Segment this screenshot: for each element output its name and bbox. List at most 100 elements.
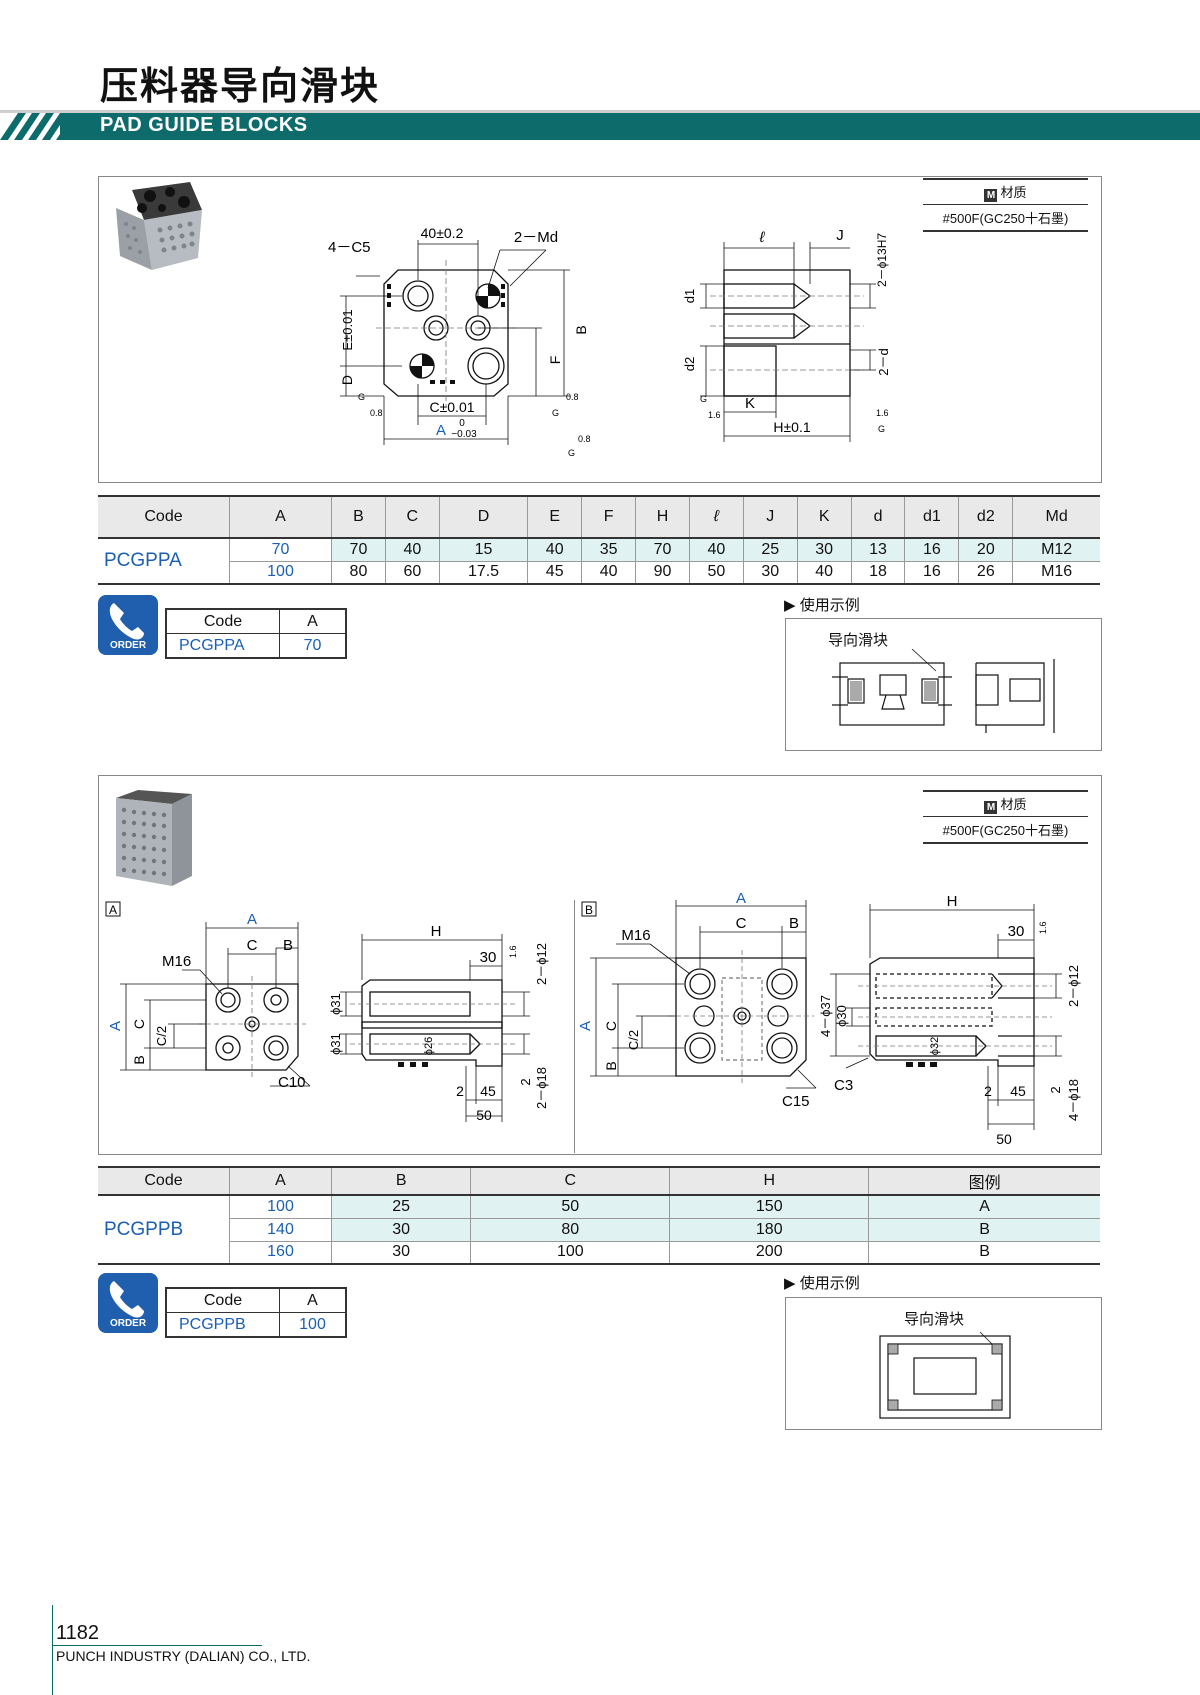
label-c5: 4－C5 <box>328 239 371 256</box>
label-c: C±0.01 <box>429 399 474 415</box>
label-r16a: 1.6 <box>708 410 721 420</box>
order-code: PCGPPA <box>179 636 245 654</box>
label-m16-a: M16 <box>162 953 191 970</box>
label-m16-b: M16 <box>621 927 650 944</box>
order-th-a: A <box>279 1288 346 1313</box>
dim-2a-v: 2 <box>518 1078 533 1085</box>
dim-b-left-b: B <box>603 1061 619 1070</box>
cell: 16 <box>904 537 959 561</box>
usage-label-b: 导向滑块 <box>904 1311 965 1328</box>
label-g2: G <box>552 408 559 418</box>
order-th-code: Code <box>166 1288 280 1313</box>
code-cell: PCGPPA <box>98 537 230 584</box>
label-c3: C3 <box>834 1077 853 1094</box>
th-f: F <box>581 496 636 538</box>
title-band <box>0 110 1200 140</box>
order-a: 70 <box>279 633 346 658</box>
order-code: PCGPPB <box>179 1315 246 1333</box>
product-photo-b <box>116 790 192 886</box>
side-view-drawing-a: ℓ J 2－ϕ13H7 d1 d2 2－d K H±0.1 G 1.6 G 1.… <box>682 227 891 442</box>
th-d1: d1 <box>904 496 959 538</box>
label-c10: C10 <box>278 1074 306 1091</box>
th-b: B <box>331 496 386 538</box>
order-badge-label: ORDER <box>109 640 147 651</box>
drawing-panel-a <box>98 176 1102 483</box>
cell: 200 <box>669 1240 869 1264</box>
dim-p18: 4－ϕ18 <box>1066 1079 1081 1121</box>
dim-2b: 2 <box>984 1083 992 1099</box>
label-2d: 2－d <box>876 348 891 375</box>
th-a-b: A <box>229 1167 332 1195</box>
th-b-b: B <box>330 1167 471 1195</box>
dim-p32: ϕ32 <box>929 1037 941 1055</box>
dim-p30: ϕ30 <box>834 1005 849 1027</box>
dim-b-left: B <box>131 1055 147 1064</box>
cell: 30 <box>742 560 798 584</box>
order-badge-label: ORDER <box>109 1318 147 1329</box>
th-k: K <box>796 496 852 538</box>
dim-50-b: 50 <box>996 1131 1012 1147</box>
cell: 20 <box>958 537 1013 561</box>
dim-c2-left-b: C/2 <box>626 1030 641 1050</box>
label-r08b: 0.8 <box>566 392 579 402</box>
th-h-b: H <box>669 1167 869 1195</box>
label-e: E±0.01 <box>340 309 355 350</box>
cell: 70 <box>331 537 386 561</box>
cell: 150 <box>669 1194 869 1218</box>
dim-d26: ϕ26 <box>423 1037 435 1055</box>
usage-title-text: 使用示例 <box>799 1275 860 1292</box>
material-m-icon: M <box>984 801 998 814</box>
cell: 180 <box>669 1217 869 1241</box>
order-th-a: A <box>279 609 346 634</box>
label-k: K <box>745 395 755 412</box>
usage-box-a: 导向滑块 <box>785 618 1102 751</box>
label-md: 2－Md <box>514 229 558 246</box>
dim-d31b: ϕ31 <box>328 1033 343 1055</box>
order-a: 100 <box>279 1312 346 1337</box>
dim-50-a: 50 <box>476 1107 492 1123</box>
th-j: J <box>742 496 798 538</box>
label-d2: d2 <box>682 357 697 371</box>
cell: 30 <box>330 1217 471 1241</box>
label-g4: G <box>700 394 707 404</box>
triangle-arrow-icon: ▶ <box>784 597 796 614</box>
label-c15: C15 <box>782 1093 810 1110</box>
dim-2a: 2 <box>456 1083 464 1099</box>
front-view-drawing-a: 4－C5 40±0.2 2－Md E±0.01 D F B C±0.01 A 0… <box>328 225 590 458</box>
th-a: A <box>229 496 332 538</box>
cell: 70 <box>229 537 332 561</box>
th-d: D <box>438 496 528 538</box>
table-row: 100 80 60 17.5 45 40 90 50 30 40 18 16 2… <box>98 560 1100 584</box>
dim-a-left: A <box>107 1021 124 1031</box>
usage-title-a: ▶ 使用示例 <box>784 594 860 615</box>
cell: 40 <box>384 537 440 561</box>
table-row: 160 30 100 200 B <box>98 1240 1100 1264</box>
material-value: #500F(GC250十石墨) <box>923 205 1088 232</box>
cell: 16 <box>904 560 959 584</box>
dim-c-top: C <box>247 937 258 954</box>
cell: 25 <box>330 1194 471 1218</box>
cell: M12 <box>1012 537 1100 561</box>
label-g5: G <box>878 424 885 434</box>
th-c: C <box>384 496 440 538</box>
spec-table-b-header: Code A B C H 图例 <box>98 1167 1100 1195</box>
cell: M16 <box>1012 560 1100 584</box>
label-r08a: 0.8 <box>370 408 383 418</box>
dim-30-b: 30 <box>1008 923 1025 940</box>
table-row: PCGPPA 70 70 40 15 40 35 70 40 25 30 13 … <box>98 537 1100 584</box>
th-md: Md <box>1012 496 1100 538</box>
cell: 35 <box>581 537 636 561</box>
footer-line-vertical <box>52 1605 53 1695</box>
cell: 90 <box>635 560 690 584</box>
dim-a-top: A <box>247 911 257 928</box>
spec-table-b: Code A B C H 图例 PCGPPB 100 25 50 150 A 1… <box>98 1166 1100 1265</box>
variant-b-drawing: B A C B M16 A C C/2 B C15 <box>577 890 1081 1147</box>
material-label: 材质 <box>1000 797 1027 812</box>
cell: 25 <box>742 537 798 561</box>
cell: 100 <box>229 560 332 584</box>
label-40: 40±0.2 <box>421 225 464 241</box>
dim-45-b: 45 <box>1010 1083 1026 1099</box>
